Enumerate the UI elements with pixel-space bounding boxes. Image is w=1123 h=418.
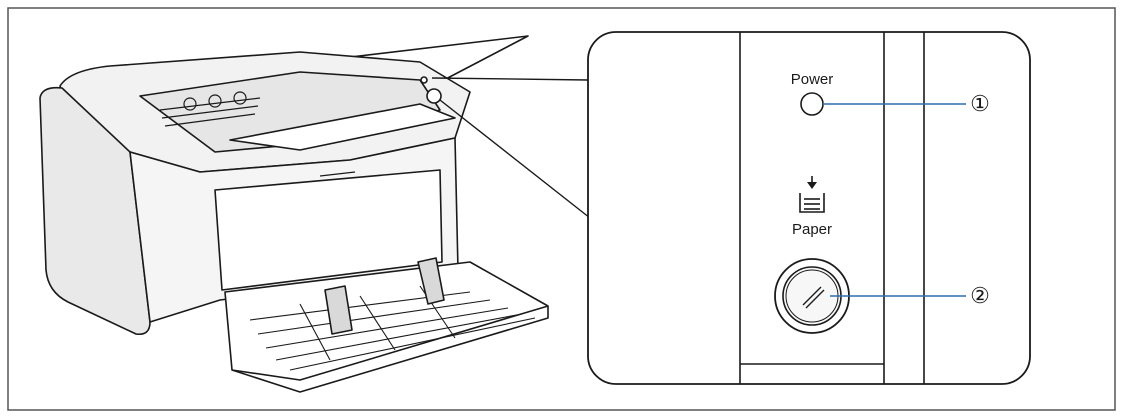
- printer-power-led: [421, 77, 427, 83]
- control-panel-detail: Power Paper: [588, 32, 1030, 384]
- printer-illustration: [40, 36, 548, 392]
- callout-2: ②: [970, 283, 990, 308]
- printer-paper-button-small: [427, 89, 441, 103]
- callout-1: ①: [970, 91, 990, 116]
- power-indicator-icon: [801, 93, 823, 115]
- paper-label: Paper: [792, 221, 832, 238]
- power-label: Power: [791, 71, 834, 88]
